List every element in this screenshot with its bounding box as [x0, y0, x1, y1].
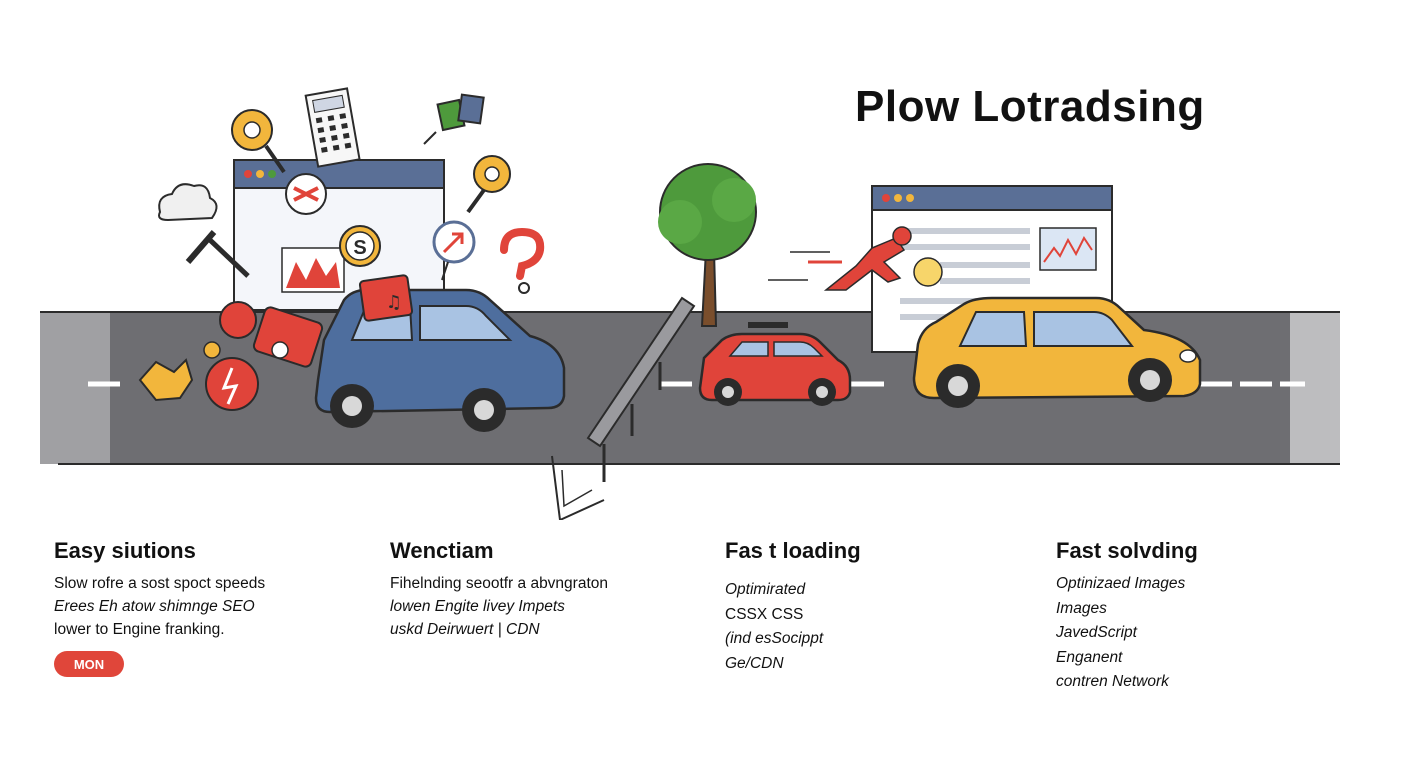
column-easy-solutions: Easy siutions Slow rofre a sost spoct sp…	[54, 538, 354, 641]
column-fast-loading: Fas t loading Optimirated CSSX CSS (ind …	[725, 538, 1025, 676]
column-line: Images	[1056, 599, 1107, 617]
column-line: Erees Eh atow shimnge SEO	[54, 598, 255, 615]
column-fast-solving: Fast solvding Optinizaed Images Images J…	[1056, 538, 1356, 695]
calculator-icon	[304, 87, 361, 168]
chart-arrow-icon	[432, 220, 476, 281]
column-line: Ge/CDN	[725, 654, 784, 672]
column-line: Optinizaed Images	[1056, 575, 1186, 592]
svg-text:♫: ♫	[386, 292, 402, 313]
column-line: Slow rofre a sost spoct speeds	[54, 575, 266, 592]
question-mark-icon	[500, 227, 545, 294]
yellow-car	[912, 296, 1202, 408]
broken-chart-icon	[281, 247, 345, 293]
column-line: lowen Engite livey Impets	[390, 598, 565, 615]
mon-badge-button[interactable]: MON	[54, 651, 124, 677]
column-line: contren Network	[1056, 673, 1169, 690]
dollar-icon: S	[339, 225, 381, 267]
column-line: Fihelnding seootfr a abvngraton	[390, 575, 609, 592]
column-heading: Fas t loading	[725, 538, 861, 563]
hammer-icon	[185, 230, 250, 278]
column-line: CSSX CSS	[725, 605, 804, 623]
cloud-icon	[158, 183, 218, 222]
illustration-scene: S ♫	[40, 87, 1340, 520]
chart-icon	[1039, 227, 1097, 271]
column-wenctiam: Wenctiam Fihelnding seootfr a abvngraton…	[390, 538, 690, 641]
red-car	[698, 322, 852, 406]
blue-car: ♫	[314, 274, 566, 432]
column-line: lower to Engine franking.	[54, 621, 225, 638]
checkmark-icon	[551, 455, 605, 520]
column-line: JavedScript	[1056, 624, 1137, 641]
column-line: (ind esSocippt	[725, 630, 824, 647]
column-line: uskd Deirwuert | CDN	[390, 621, 540, 638]
column-heading: Fast solvding	[1056, 538, 1198, 563]
page-title: Plow Lotradsing	[855, 82, 1205, 131]
column-heading: Easy siutions	[54, 538, 196, 563]
svg-text:S: S	[353, 237, 366, 259]
column-heading: Wenctiam	[390, 538, 494, 563]
broken-browser-window	[233, 159, 445, 311]
debris-pile	[138, 301, 324, 411]
running-person-icon	[768, 226, 943, 291]
gear-icon	[231, 109, 286, 174]
blocked-sign-icon	[285, 173, 327, 215]
gear-icon	[466, 155, 511, 214]
tree-icon	[658, 163, 757, 327]
column-line: Enganent	[1056, 648, 1123, 666]
road-barrier-icon	[586, 296, 696, 482]
music-notes-icon	[423, 93, 485, 145]
column-line: Optimirated	[725, 581, 806, 598]
